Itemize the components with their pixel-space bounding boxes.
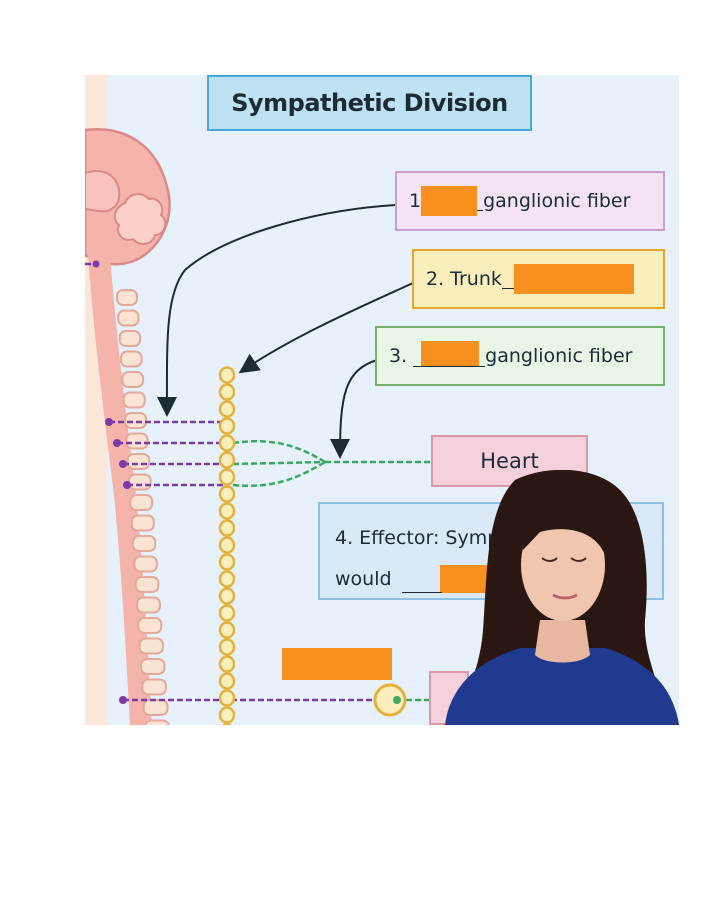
trunk-ganglion bbox=[218, 502, 236, 520]
vertebra bbox=[118, 330, 142, 347]
diagram-title: Sympathetic Division bbox=[207, 75, 532, 131]
preganglionic-fibers bbox=[85, 262, 380, 702]
presenter-video bbox=[445, 470, 679, 725]
trunk-ganglion bbox=[218, 655, 236, 673]
spinal-cord bbox=[88, 244, 152, 725]
answer-blank bbox=[421, 341, 480, 367]
arrow-to-preganglionic bbox=[156, 204, 397, 417]
arrow-to-trunk bbox=[238, 282, 414, 374]
vertebra bbox=[120, 350, 143, 368]
trunk-ganglion bbox=[218, 638, 236, 656]
vertebra bbox=[122, 391, 146, 409]
label-trunk: 2. Trunk bbox=[412, 249, 665, 309]
answer-blank bbox=[513, 264, 634, 294]
vertebral-column bbox=[116, 289, 170, 725]
vertebra bbox=[116, 289, 138, 306]
vertebra bbox=[142, 699, 169, 716]
trunk-ganglion bbox=[222, 723, 232, 725]
presenter-mouth bbox=[552, 593, 578, 600]
label-number: 3. bbox=[389, 345, 408, 367]
postganglionic-fibers bbox=[232, 439, 440, 702]
vertebra bbox=[140, 658, 166, 675]
trunk-ganglion bbox=[218, 706, 236, 724]
label-text: 2. Trunk bbox=[426, 268, 502, 290]
vertebra bbox=[136, 596, 161, 614]
lecture-slide: Sympathetic Division 1 ganglionic fiber … bbox=[85, 75, 679, 725]
trunk-ganglion bbox=[218, 417, 236, 435]
heart-label: Heart bbox=[431, 435, 588, 487]
vertebra bbox=[130, 514, 155, 532]
effector-line-1: 4. Effector: Sympath bbox=[335, 527, 531, 549]
trunk-ganglion bbox=[218, 366, 236, 384]
trunk-ganglion bbox=[218, 553, 236, 571]
arrow-to-postganglionic bbox=[330, 359, 378, 459]
trunk-ganglion bbox=[218, 689, 236, 707]
label-text: ganglionic fiber bbox=[485, 345, 633, 367]
vertebra bbox=[137, 617, 163, 634]
trunk-ganglion bbox=[218, 383, 236, 401]
presenter-top bbox=[445, 648, 679, 725]
trunk-ganglion bbox=[218, 672, 236, 690]
vertebra bbox=[128, 473, 152, 491]
vertebra bbox=[132, 535, 157, 552]
label-text: ganglionic fiber bbox=[483, 190, 631, 212]
label-number: 1 bbox=[409, 190, 422, 212]
trunk-ganglion bbox=[218, 570, 236, 588]
answer-blank bbox=[421, 186, 478, 216]
ganglion bbox=[373, 683, 407, 717]
vertebra bbox=[117, 309, 140, 327]
trunk-ganglion bbox=[218, 485, 236, 503]
vertebra bbox=[141, 678, 167, 696]
vertebra bbox=[129, 494, 154, 511]
vertebra bbox=[144, 719, 170, 725]
vertebra bbox=[133, 555, 158, 573]
label-postganglionic: 3. ganglionic fiber bbox=[375, 326, 665, 386]
trunk-ganglion bbox=[218, 604, 236, 622]
trunk-ganglion bbox=[218, 621, 236, 639]
vertebra bbox=[125, 432, 149, 450]
trunk-ganglion bbox=[218, 587, 236, 605]
vertebra bbox=[124, 412, 148, 429]
sympathetic-trunk bbox=[218, 366, 236, 725]
trunk-ganglion bbox=[218, 451, 236, 469]
vertebra bbox=[126, 453, 151, 470]
presenter-neck bbox=[535, 620, 590, 663]
vertebra bbox=[134, 576, 160, 593]
trunk-ganglion bbox=[218, 434, 236, 452]
answer-blank bbox=[282, 648, 392, 680]
trunk-ganglion bbox=[218, 468, 236, 486]
trunk-ganglion bbox=[218, 400, 236, 418]
presenter-face bbox=[521, 509, 605, 621]
label-preganglionic: 1 ganglionic fiber bbox=[395, 171, 665, 231]
diagram-canvas bbox=[85, 75, 444, 725]
vertebra bbox=[121, 371, 145, 388]
trunk-ganglion bbox=[218, 519, 236, 537]
vertebra bbox=[138, 637, 164, 655]
fiber-endpoints bbox=[92, 260, 131, 704]
trunk-ganglion bbox=[218, 536, 236, 554]
